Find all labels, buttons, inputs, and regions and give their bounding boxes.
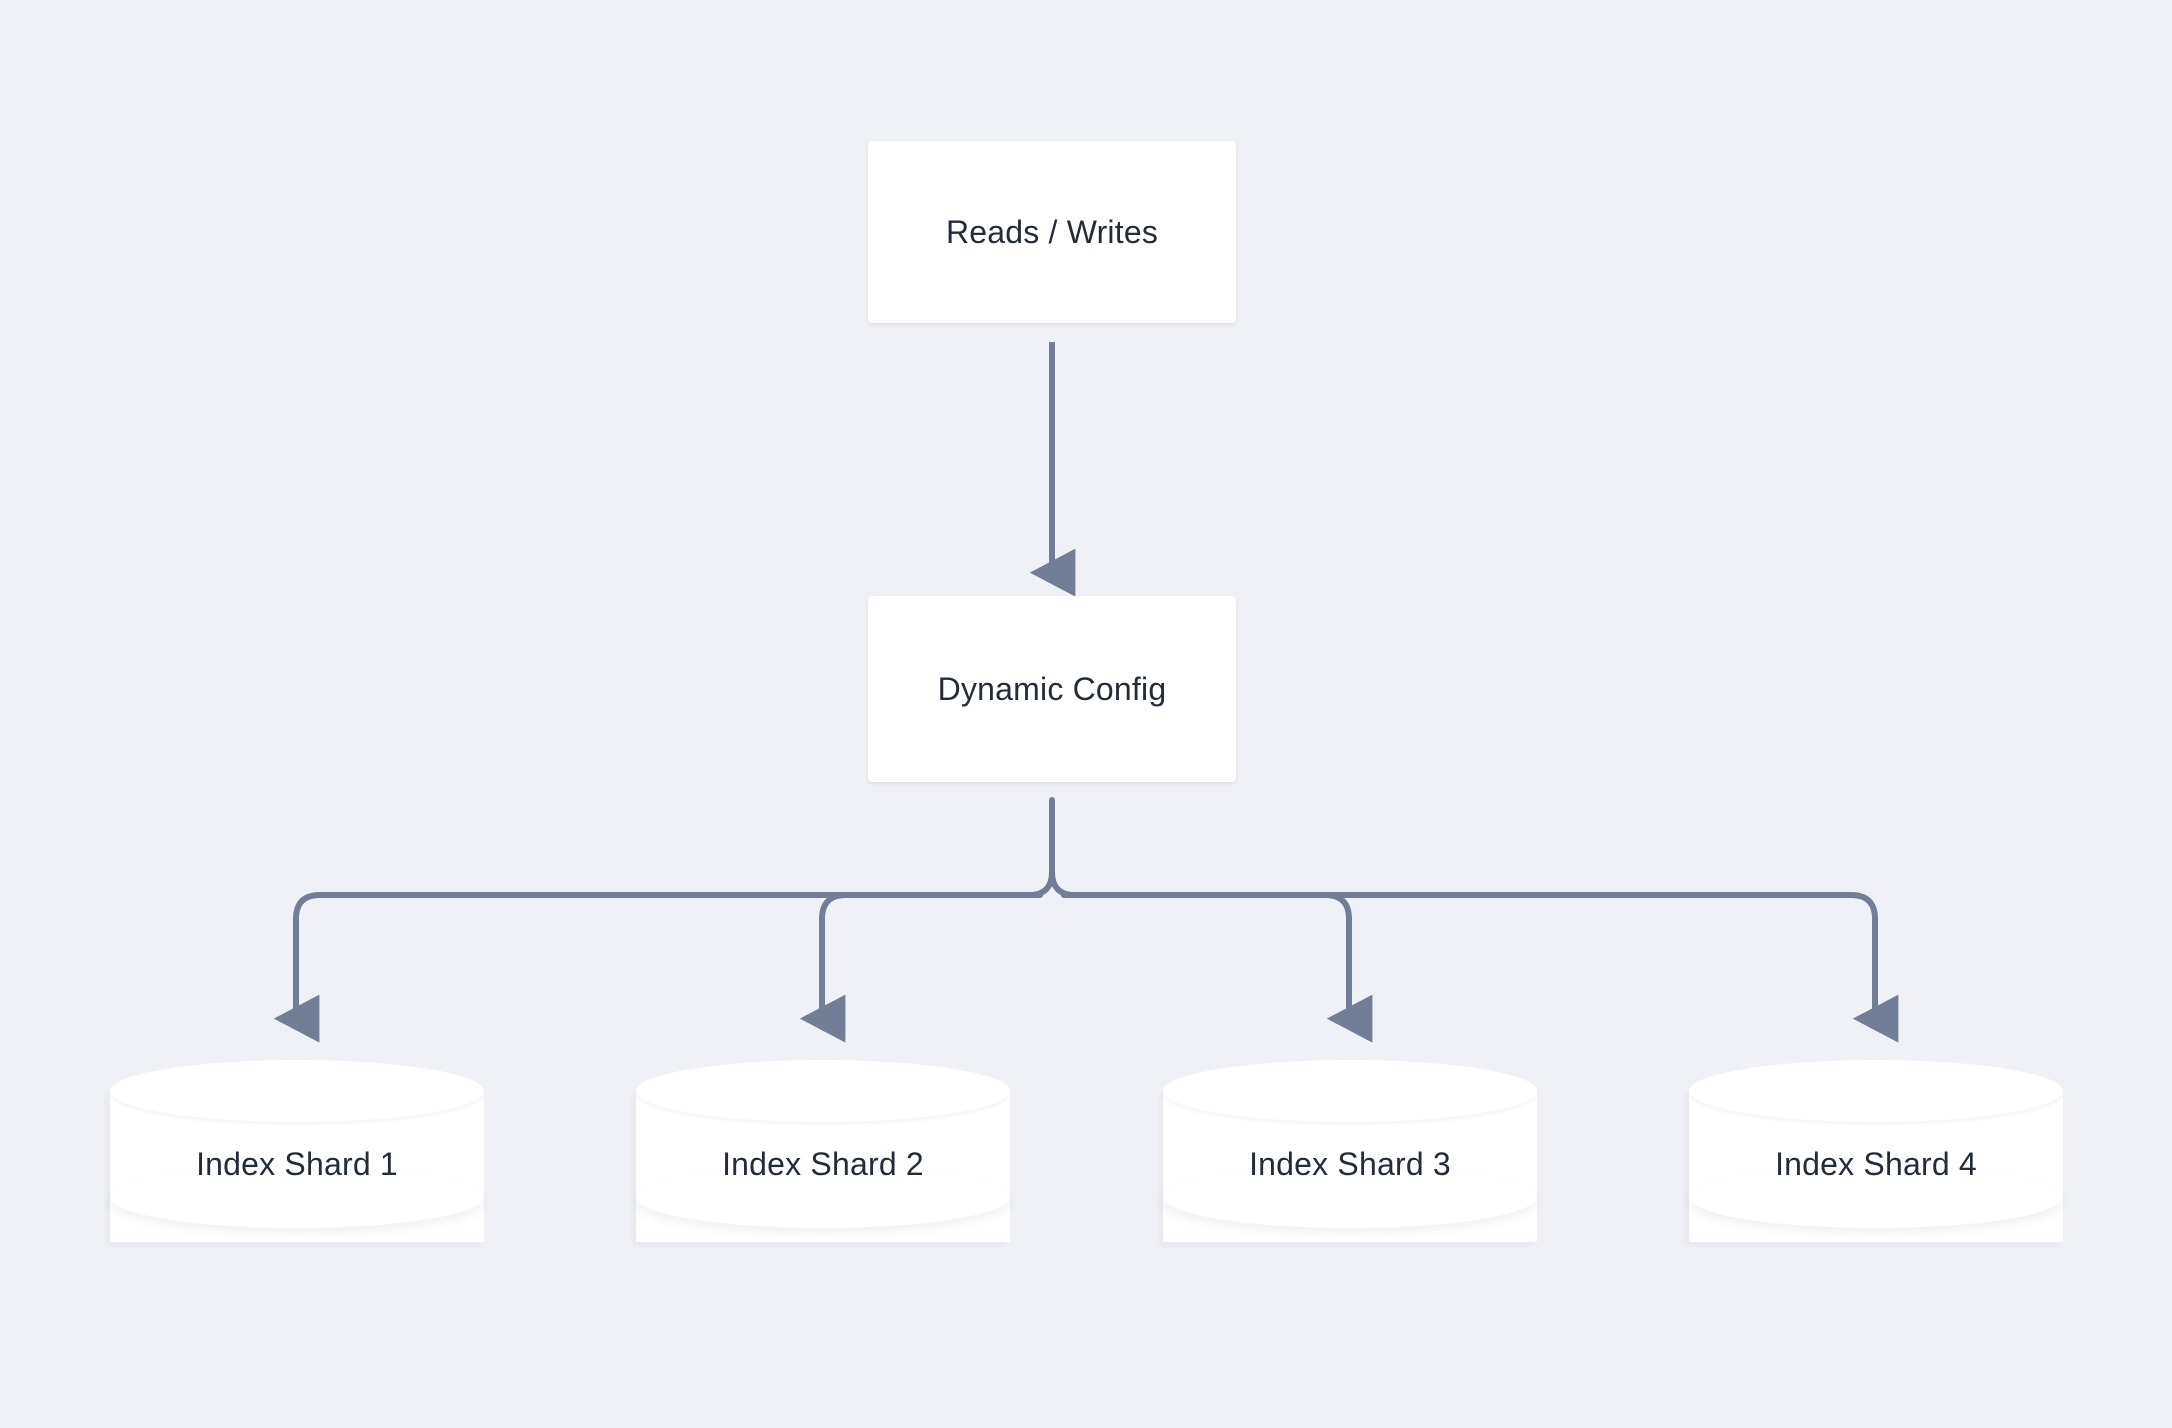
cylinder-bottom-ellipse	[636, 1166, 1010, 1228]
cylinder-top-ellipse	[1163, 1060, 1537, 1122]
edge-bus-to-shard-1	[273, 892, 1043, 1043]
cylinder-bottom-ellipse	[1163, 1166, 1537, 1228]
cylinder-top-ellipse	[110, 1060, 484, 1122]
node-index-shard-3[interactable]: Index Shard 3	[1163, 1060, 1537, 1272]
node-index-shard-2[interactable]: Index Shard 2	[636, 1060, 1010, 1272]
node-index-shard-3-label: Index Shard 3	[1249, 1146, 1451, 1182]
node-dynamic-config[interactable]: Dynamic Config	[868, 596, 1236, 782]
cylinder-bottom-ellipse	[110, 1166, 484, 1228]
node-reads-writes[interactable]: Reads / Writes	[868, 141, 1236, 323]
cylinder-bottom-ellipse	[1689, 1166, 2063, 1228]
edge-dynamic-config-stem-left	[1026, 869, 1055, 898]
cylinder-top-ellipse	[1689, 1060, 2063, 1122]
edge-bus-to-shard-4	[1061, 892, 1899, 1043]
edge-bus-to-shard-3	[1061, 892, 1373, 1043]
edge-bus-to-shard-2	[799, 892, 1043, 1043]
node-index-shard-2-label: Index Shard 2	[722, 1146, 924, 1182]
node-dynamic-config-label: Dynamic Config	[937, 670, 1167, 707]
node-index-shard-4[interactable]: Index Shard 4	[1689, 1060, 2063, 1272]
edge-dynamic-config-stem	[1049, 797, 1078, 898]
node-index-shard-4-label: Index Shard 4	[1775, 1146, 1977, 1182]
cylinder-top-ellipse	[636, 1060, 1010, 1122]
node-reads-writes-label: Reads / Writes	[945, 213, 1159, 250]
node-index-shard-1-label: Index Shard 1	[196, 1146, 398, 1182]
node-index-shard-1[interactable]: Index Shard 1	[110, 1060, 484, 1272]
